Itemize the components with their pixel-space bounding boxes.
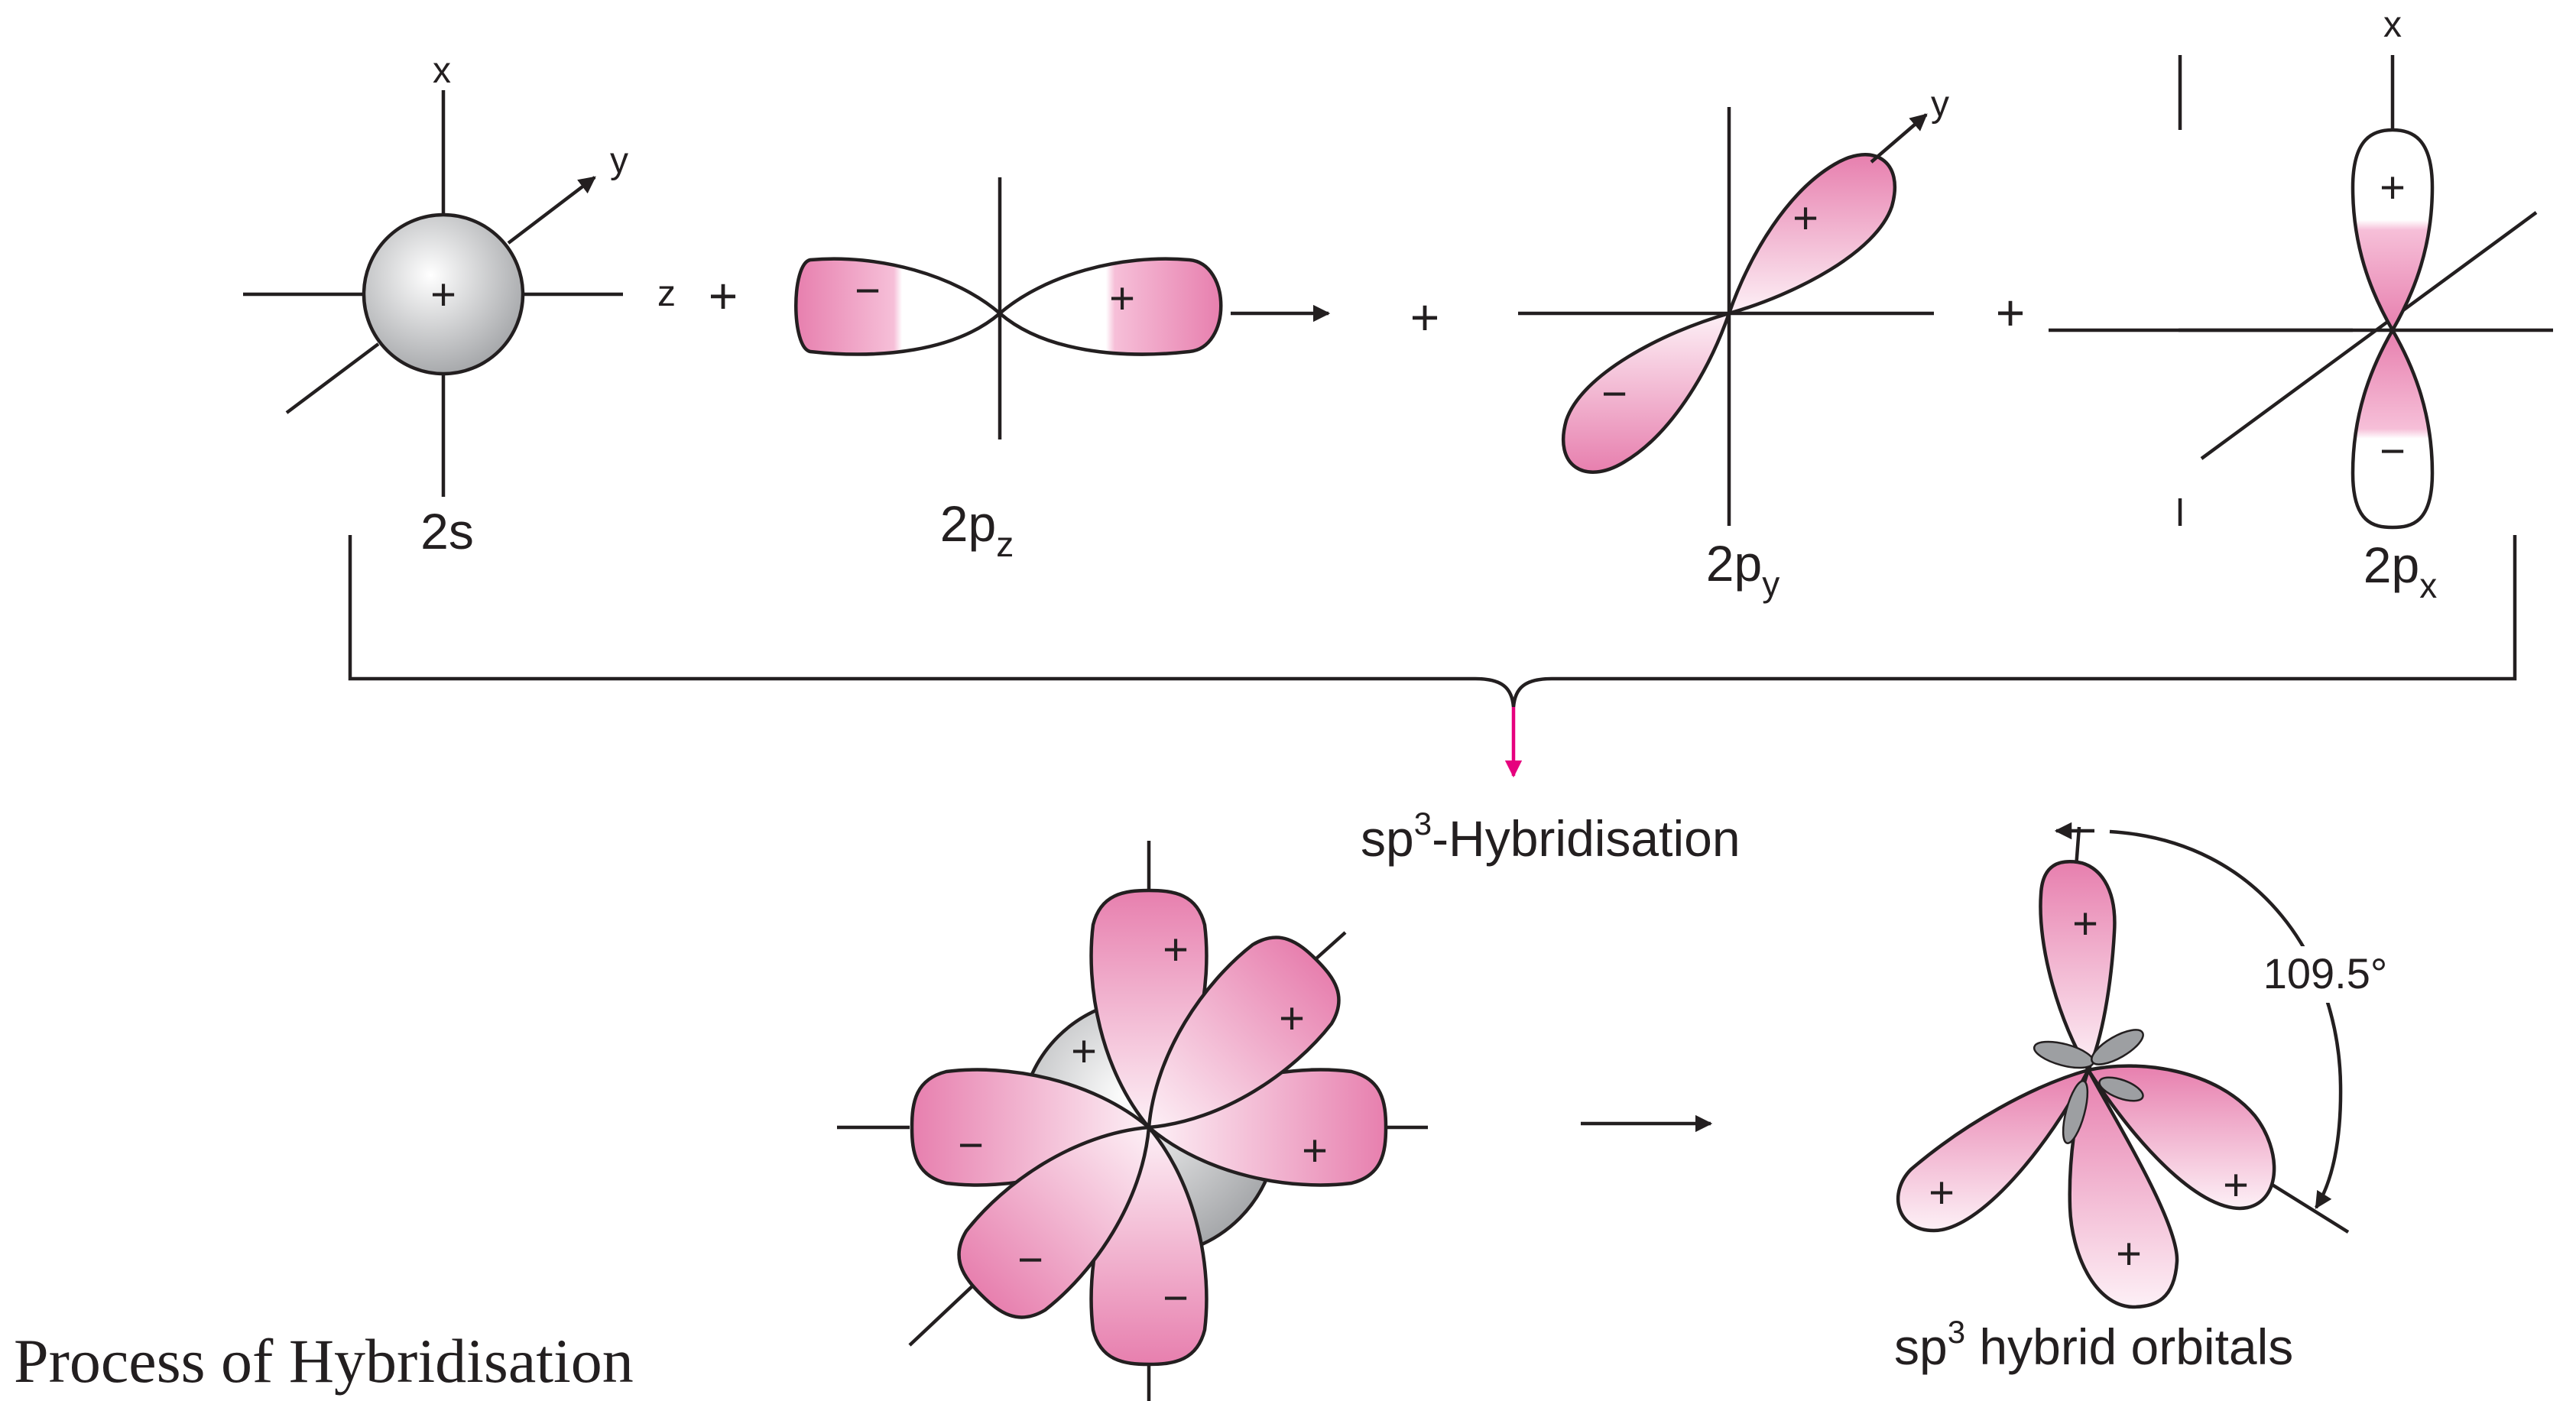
hybrid-sign-right: + [2223, 1160, 2249, 1210]
orbital-2pz: − + 2pz [794, 177, 1331, 564]
py-negative-lobe [1561, 310, 1732, 474]
combined-sign-tr: + [1163, 925, 1189, 975]
x-axis-label: x [433, 50, 451, 91]
orbital-2s: + x y z 2s [243, 50, 676, 559]
label-2pz: 2pz [940, 495, 1014, 564]
combined-sign-r: + [1302, 1126, 1328, 1176]
combined-sign-b: − [1163, 1273, 1189, 1323]
sp3-hybrid-orbitals: 109.5° + + + + sp3 hybrid orbitals [1894, 822, 2404, 1375]
bond-angle: 109.5° [2263, 949, 2388, 997]
hybrid-sign-bottom: + [2116, 1229, 2142, 1279]
combined-sign-l: − [958, 1120, 984, 1170]
px-negative-lobe [2351, 326, 2435, 530]
y-axis-label: y [610, 141, 628, 181]
px-positive-sign: + [2380, 163, 2406, 212]
combined-sign-rt: + [1279, 994, 1305, 1043]
px-positive-lobe [2351, 128, 2435, 334]
plus-sign: + [1996, 284, 2026, 341]
pz-negative-sign: − [855, 266, 881, 316]
py-negative-sign: − [1601, 369, 1627, 419]
px-axis-label: x [2383, 5, 2402, 45]
label-2py: 2py [1706, 535, 1780, 604]
s-sign: + [430, 270, 456, 319]
z-axis-label: z [657, 274, 676, 314]
process-label: sp3-Hybridisation [1361, 806, 1741, 867]
pz-negative-lobe [794, 257, 1003, 356]
figure-caption: Process of Hybridisation [14, 1326, 634, 1396]
pz-positive-sign: + [1109, 274, 1135, 323]
py-positive-lobe [1726, 153, 1897, 316]
label-2px: 2px [2363, 537, 2437, 605]
hybrid-label: sp3 hybrid orbitals [1894, 1314, 2293, 1375]
px-negative-sign: − [2380, 426, 2406, 476]
hybrid-sign-top: + [2072, 899, 2098, 949]
combined-sign-tl: + [1071, 1026, 1097, 1076]
orbital-2py: y + − 2py [1518, 84, 1949, 604]
hybrid-sign-left: + [1929, 1168, 1955, 1218]
combined-orbitals: + + + + − − − [837, 841, 1428, 1401]
plus-sign: + [709, 268, 738, 324]
s-orbital-sphere [362, 212, 525, 376]
combining-brace [348, 535, 2517, 778]
py-axis-label: y [1931, 84, 1949, 125]
plus-sign: + [1410, 289, 1440, 345]
pz-positive-lobe [997, 257, 1223, 356]
py-positive-sign: + [1792, 193, 1818, 243]
orbital-2px: x + − 2px [2049, 5, 2553, 605]
label-2s: 2s [420, 503, 474, 559]
combined-sign-bl: − [1017, 1235, 1043, 1285]
